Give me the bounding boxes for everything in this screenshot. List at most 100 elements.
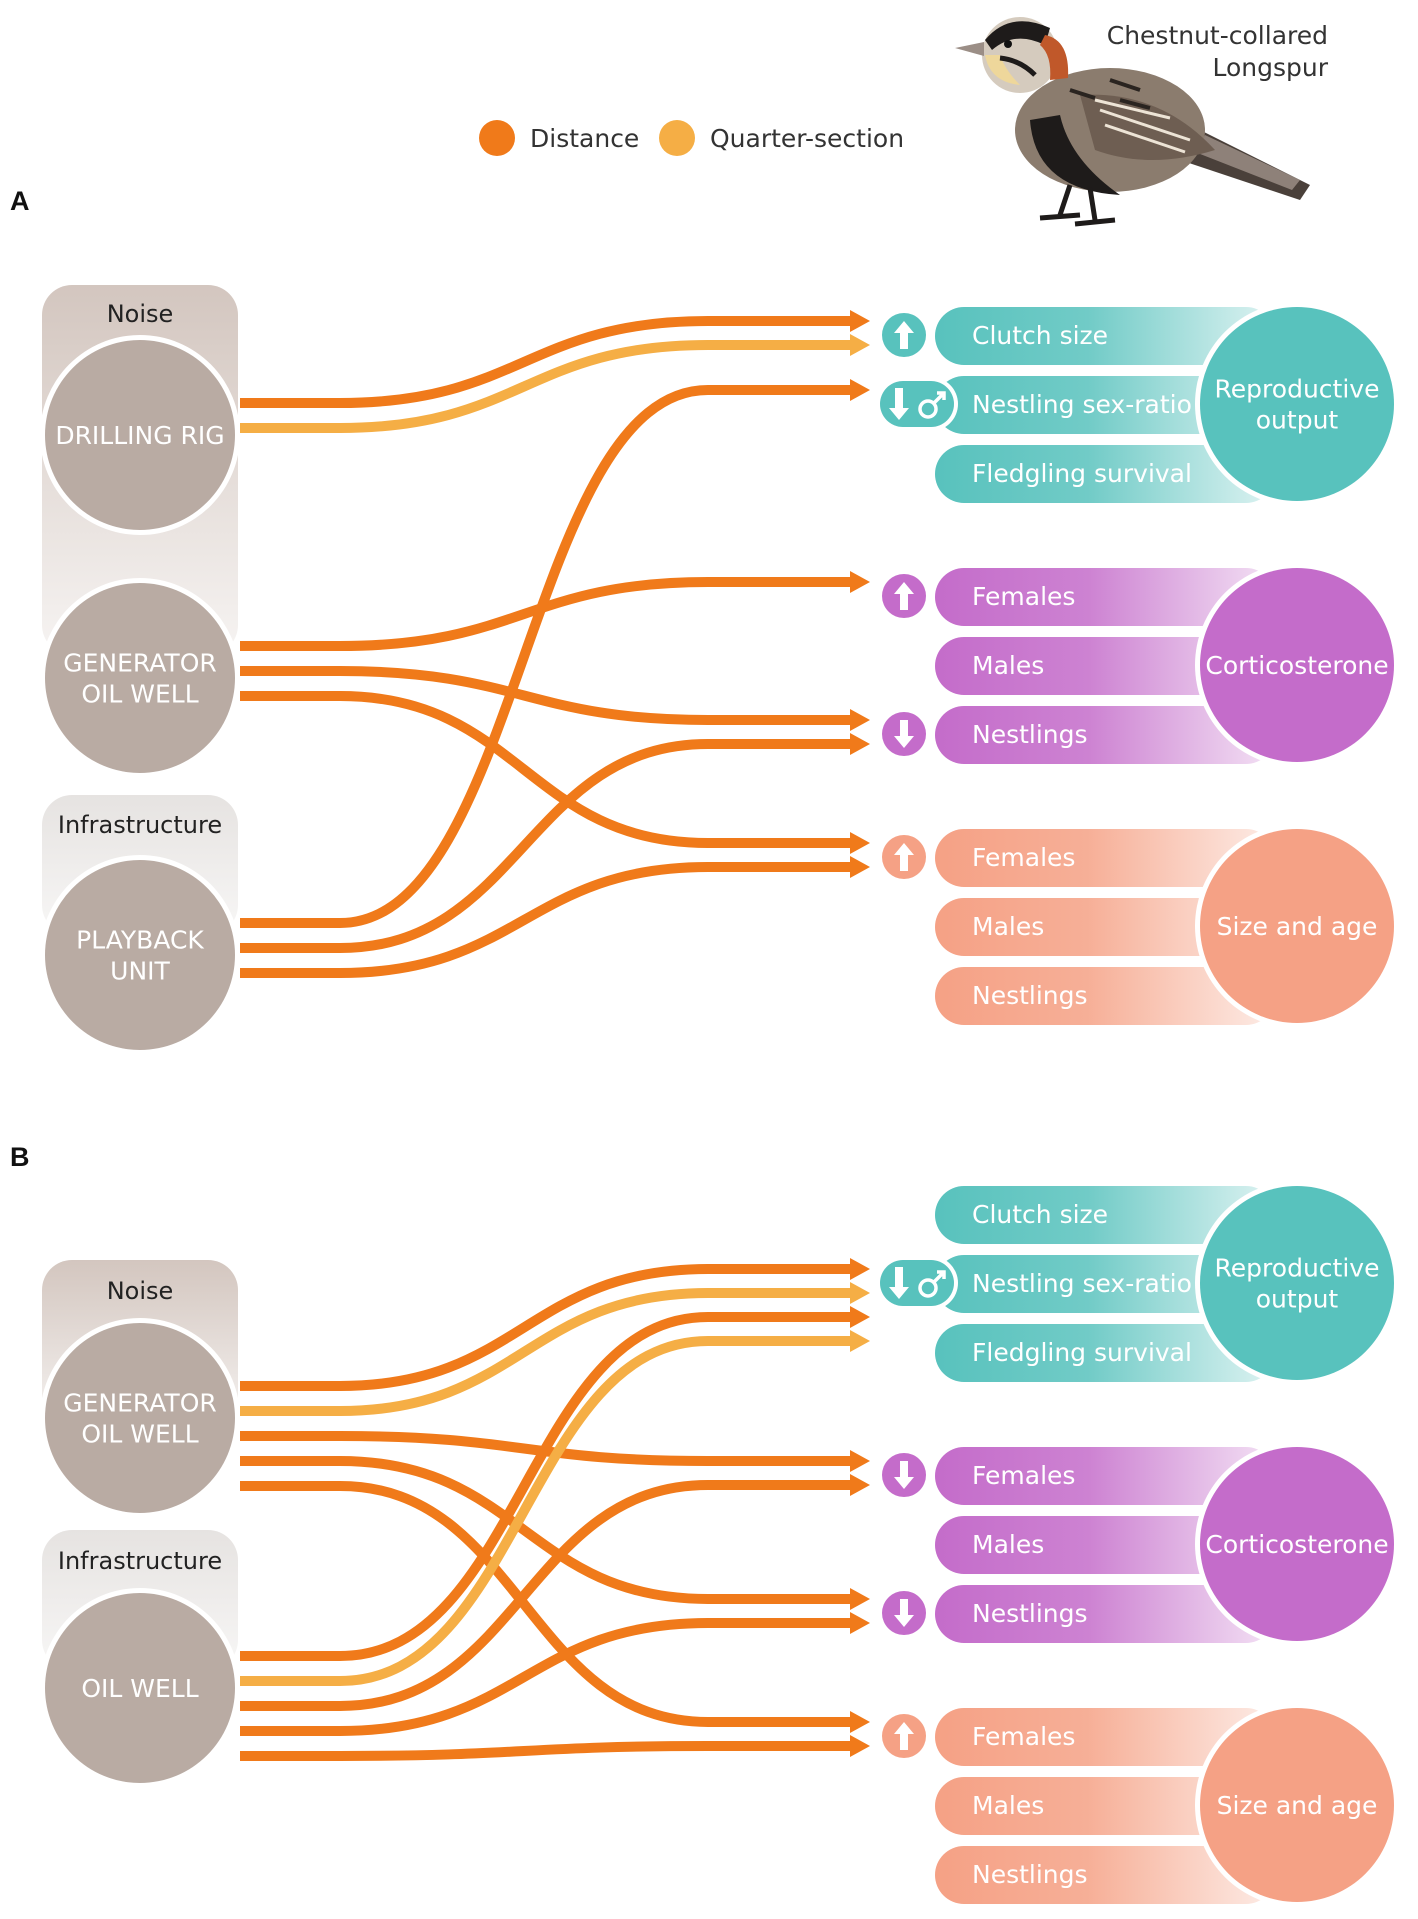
link-arrowhead — [850, 571, 870, 593]
response-label: Males — [972, 1530, 1044, 1559]
response-pill — [935, 1324, 1275, 1382]
link-distance — [240, 1456, 850, 1604]
link-distance — [240, 1481, 850, 1727]
response-item-clutch-size: Clutch size — [876, 307, 1275, 365]
response-label: Females — [972, 1461, 1075, 1490]
link-distance — [240, 1264, 850, 1391]
link-group — [240, 1258, 870, 1761]
link-arrowhead — [850, 1330, 870, 1352]
link-arrowhead — [850, 733, 870, 755]
response-item-nestlings: Nestlings — [935, 967, 1275, 1025]
response-item-males: Males — [935, 1516, 1275, 1574]
category-label: Reproductive — [1215, 1254, 1380, 1283]
source-circle-label: GENERATOR — [63, 1389, 217, 1418]
source-circle-label: UNIT — [110, 957, 170, 986]
response-label: Fledgling survival — [972, 1338, 1192, 1367]
response-item-nestling-sex-ratio: Nestling sex-ratio — [876, 1255, 1275, 1313]
species-name-line1: Chestnut-collared — [1107, 21, 1328, 50]
arrow-down-icon — [876, 1448, 932, 1502]
link-distance — [240, 862, 850, 978]
legend-quarter-section-swatch — [659, 120, 695, 156]
link-distance — [240, 666, 850, 725]
response-pill — [935, 307, 1275, 365]
category-circle — [1200, 307, 1394, 501]
response-item-fledgling-survival: Fledgling survival — [935, 1324, 1275, 1382]
response-item-nestlings: Nestlings — [935, 1846, 1275, 1904]
response-item-males: Males — [935, 1777, 1275, 1835]
category-circle — [1200, 1186, 1394, 1380]
source-circle-label: PLAYBACK — [76, 926, 204, 955]
source-group-label: Noise — [107, 300, 174, 328]
link-arrowhead — [850, 1450, 870, 1472]
response-item-fledgling-survival: Fledgling survival — [935, 445, 1275, 503]
link-arrowhead — [850, 1282, 870, 1304]
response-label: Females — [972, 1722, 1075, 1751]
response-pill — [935, 1516, 1275, 1574]
response-pill — [935, 1585, 1275, 1643]
response-pill — [935, 1186, 1275, 1244]
source-circle-label: OIL WELL — [81, 680, 198, 709]
source-circle — [45, 860, 235, 1050]
source-circle — [45, 1323, 235, 1513]
arrow-down-male-icon — [876, 377, 958, 431]
chestnut-collared-longspur-illustration — [955, 17, 1310, 227]
response-label: Females — [972, 582, 1075, 611]
response-label: Clutch size — [972, 321, 1108, 350]
response-item-nestlings: Nestlings — [876, 706, 1275, 764]
link-distance — [240, 385, 850, 928]
response-pill — [935, 829, 1275, 887]
response-label: Nestlings — [972, 720, 1088, 749]
response-label: Fledgling survival — [972, 459, 1192, 488]
source-group-label: Infrastructure — [58, 811, 222, 839]
arrow-down-icon — [876, 1586, 932, 1640]
link-arrowhead — [850, 1588, 870, 1610]
response-pill — [935, 967, 1275, 1025]
link-arrowhead — [850, 1735, 870, 1757]
response-pill — [935, 376, 1275, 434]
species-name-line2: Longspur — [1212, 53, 1328, 82]
link-distance — [240, 1431, 850, 1466]
response-item-females: Females — [876, 568, 1275, 626]
category-label: Size and age — [1217, 1791, 1378, 1820]
panel-label: B — [10, 1142, 30, 1172]
category-label: Size and age — [1217, 912, 1378, 941]
link-quarter-section — [240, 340, 850, 433]
response-item-females: Females — [876, 1708, 1275, 1766]
link-arrowhead — [850, 1612, 870, 1634]
source-circle — [45, 340, 235, 530]
link-arrowhead — [850, 1258, 870, 1280]
response-pill — [935, 1447, 1275, 1505]
species-name: Chestnut-collared Longspur — [1107, 21, 1329, 82]
arrow-down-male-icon — [876, 1256, 958, 1310]
legend: Distance Quarter-section — [479, 120, 904, 156]
link-distance — [240, 1618, 850, 1736]
category-circle — [1200, 829, 1394, 1023]
response-label: Males — [972, 1791, 1044, 1820]
response-pill — [935, 445, 1275, 503]
link-arrowhead — [850, 1474, 870, 1496]
source-drilling-rig: DRILLING RIG — [40, 335, 240, 535]
link-distance — [240, 1312, 850, 1661]
response-label: Males — [972, 651, 1044, 680]
link-group — [240, 310, 870, 978]
response-item-males: Males — [935, 898, 1275, 956]
legend-distance-label: Distance — [530, 124, 639, 153]
link-arrowhead — [850, 379, 870, 401]
response-item-clutch-size: Clutch size — [935, 1186, 1275, 1244]
link-arrowhead — [850, 709, 870, 731]
arrow-up-icon — [876, 308, 932, 362]
response-item-females: Females — [876, 1447, 1275, 1505]
link-distance — [240, 577, 850, 651]
